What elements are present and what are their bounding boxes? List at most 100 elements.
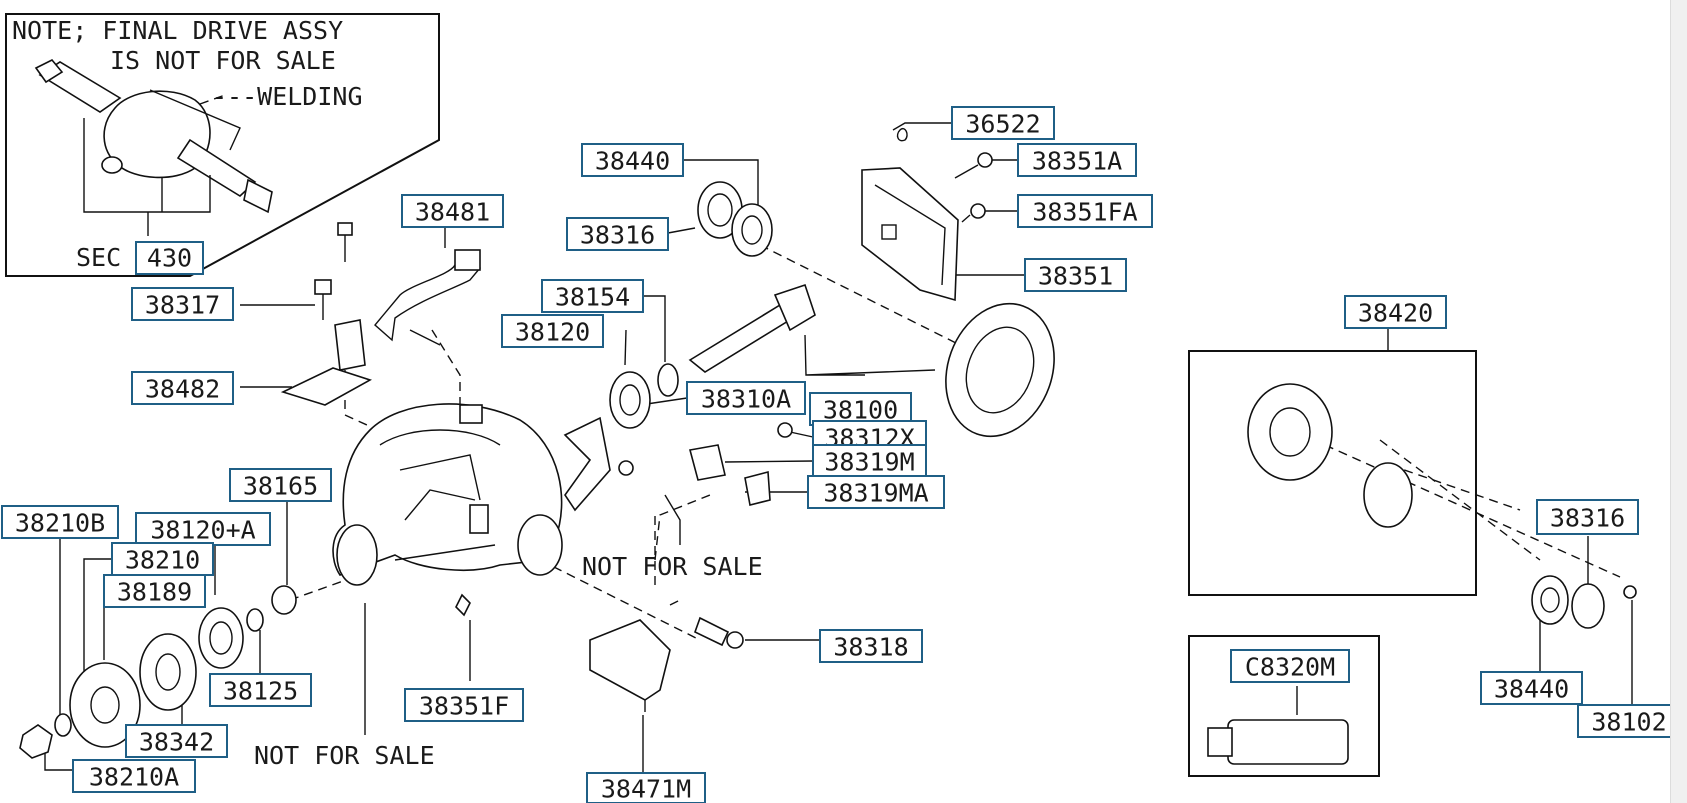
- callout-box: [1017, 143, 1137, 177]
- callout-part-number: 36522: [965, 110, 1040, 139]
- part-callout-38317[interactable]: 38317: [131, 287, 234, 321]
- callout-box: [1344, 295, 1447, 329]
- part-callout-38316[interactable]: 38316: [1536, 499, 1639, 535]
- callout-part-number: 38165: [243, 472, 318, 501]
- callout-box: [209, 673, 312, 707]
- callout-box: [566, 217, 669, 251]
- part-callout-38440[interactable]: 38440: [581, 143, 684, 177]
- part-callout-38210a[interactable]: 38210A: [72, 759, 196, 793]
- callout-part-number: 38351F: [419, 692, 509, 721]
- callout-part-number: 38342: [139, 728, 214, 757]
- callout-box: [1017, 194, 1153, 228]
- part-callout-38316[interactable]: 38316: [566, 217, 669, 251]
- callout-part-number: 38482: [145, 375, 220, 404]
- callout-part-number: 38351A: [1032, 147, 1122, 176]
- not-for-sale-label-upper: NOT FOR SALE: [582, 552, 763, 581]
- callout-part-number: 38125: [223, 677, 298, 706]
- ring-gear: [945, 302, 1055, 438]
- callout-box: [686, 381, 806, 415]
- part-callout-38125[interactable]: 38125: [209, 673, 312, 707]
- callout-box: [404, 688, 524, 722]
- callout-box: [819, 629, 923, 663]
- callout-part-number: 38102: [1591, 708, 1666, 737]
- part-callout-38351[interactable]: 38351: [1024, 258, 1127, 292]
- callout-part-number: 38317: [145, 291, 220, 320]
- callout-part-number: 38120+A: [150, 516, 255, 545]
- note-line-2: IS NOT FOR SALE: [110, 46, 336, 75]
- callout-part-number: 38471M: [601, 775, 691, 803]
- callout-part-number: 38440: [1494, 675, 1569, 704]
- part-callout-38351a[interactable]: 38351A: [1017, 143, 1137, 177]
- part-callout-38319ma[interactable]: 38319MA: [807, 475, 945, 509]
- note-frame: [5, 13, 440, 277]
- part-callout-38351f[interactable]: 38351F: [404, 688, 524, 722]
- callout-box: [135, 512, 271, 546]
- callout-box: [809, 392, 912, 426]
- part-callout-38210[interactable]: 38210: [111, 542, 214, 576]
- part-callout-c8320m[interactable]: C8320M: [1230, 649, 1350, 683]
- callout-box: [401, 194, 504, 228]
- part-callout-38342[interactable]: 38342: [125, 724, 228, 758]
- callout-box: [111, 542, 214, 576]
- callout-box: [812, 444, 927, 478]
- tool-frame: [1188, 635, 1380, 777]
- callout-box: [581, 143, 684, 177]
- callout-box: [103, 574, 206, 608]
- callout-part-number: 38318: [833, 633, 908, 662]
- part-callout-38189[interactable]: 38189: [103, 574, 206, 608]
- part-callout-38482[interactable]: 38482: [131, 371, 234, 405]
- welding-label: ---WELDING: [212, 82, 363, 111]
- callout-box: [229, 468, 332, 502]
- callout-part-number: 38440: [595, 147, 670, 176]
- part-callout-38100[interactable]: 38100: [809, 392, 912, 426]
- part-callout-38154[interactable]: 38154: [541, 279, 644, 313]
- callout-part-number: 38420: [1358, 299, 1433, 328]
- callout-part-number: 38316: [580, 221, 655, 250]
- callout-part-number: C8320M: [1245, 653, 1335, 682]
- callout-box: [1024, 258, 1127, 292]
- callout-box: [125, 724, 228, 758]
- part-callout-38210b[interactable]: 38210B: [1, 505, 119, 539]
- part-callout-38351fa[interactable]: 38351FA: [1017, 194, 1153, 228]
- callout-box: [501, 314, 604, 348]
- part-callout-38319m[interactable]: 38319M: [812, 444, 927, 478]
- part-callout-38120[interactable]: 38120: [501, 314, 604, 348]
- part-callout-38471m[interactable]: 38471M: [586, 772, 706, 803]
- rear-cover: [861, 167, 959, 302]
- not-for-sale-label-lower: NOT FOR SALE: [254, 741, 435, 770]
- part-callout-38420[interactable]: 38420: [1344, 295, 1447, 329]
- callout-part-number: 38210B: [15, 509, 105, 538]
- callout-part-number: 38481: [415, 198, 490, 227]
- part-callout-38102[interactable]: 38102: [1577, 704, 1681, 738]
- part-callout-38120a[interactable]: 38120+A: [135, 512, 271, 546]
- note-inset: NOTE; FINAL DRIVE ASSY IS NOT FOR SALE -…: [5, 13, 440, 277]
- callout-box: [72, 759, 196, 793]
- part-callout-38165[interactable]: 38165: [229, 468, 332, 502]
- sec-number-box: [135, 241, 204, 275]
- callout-layer: 36522 38351A 38440 38316 38351FA 38351 38481 38…: [1, 106, 1681, 803]
- part-callout-38318[interactable]: 38318: [819, 629, 923, 663]
- part-callout-38310a[interactable]: 38310A: [686, 381, 806, 415]
- axle-housing-drawing: [34, 59, 273, 236]
- callout-part-number: 38154: [555, 283, 630, 312]
- center-parts: [19, 128, 1055, 759]
- callout-box: [131, 287, 234, 321]
- diff-case-frame: [1188, 350, 1477, 596]
- callout-part-number: 38316: [1550, 504, 1625, 533]
- sec-label: SEC: [76, 243, 121, 272]
- callout-part-number: 38319MA: [823, 479, 928, 508]
- sec-number: 430: [147, 244, 192, 273]
- callout-box: [1480, 671, 1583, 705]
- note-line-1: NOTE; FINAL DRIVE ASSY: [12, 16, 343, 45]
- vertical-scrollbar[interactable]: [1670, 0, 1687, 803]
- part-callout-38440[interactable]: 38440: [1480, 671, 1583, 705]
- callout-part-number: 38210: [125, 546, 200, 575]
- callout-part-number: 38100: [823, 396, 898, 425]
- callout-box: [1536, 499, 1639, 535]
- callout-box: [1, 505, 119, 539]
- mount-bracket: [589, 619, 671, 701]
- part-callout-36522[interactable]: 36522: [951, 106, 1055, 140]
- callout-box: [951, 106, 1055, 140]
- part-callout-38481[interactable]: 38481: [401, 194, 504, 228]
